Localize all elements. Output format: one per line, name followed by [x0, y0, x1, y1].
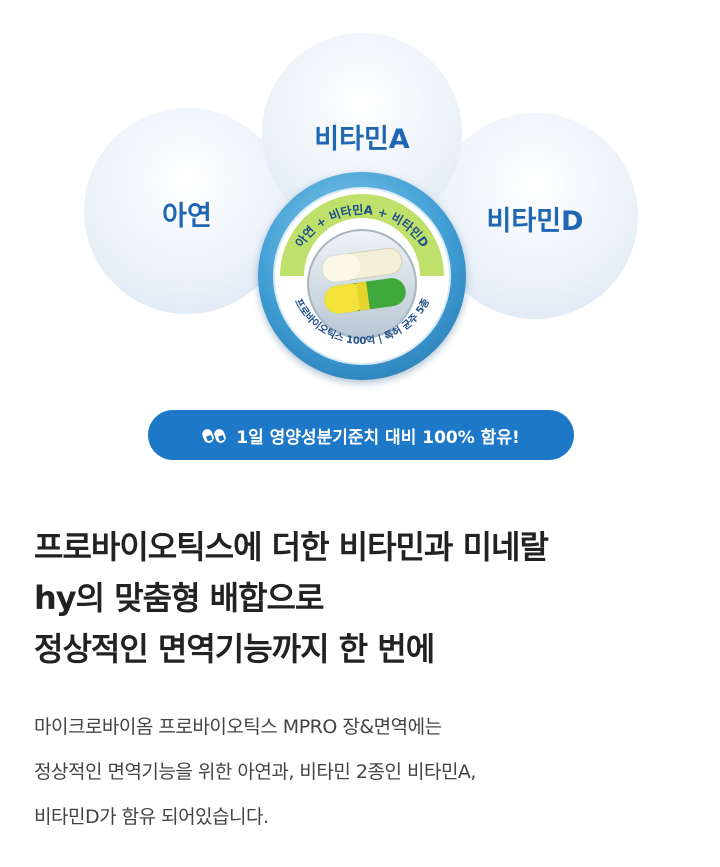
description-line-1: 마이크로바이옴 프로바이오틱스 MPRO 장&면역에는 — [34, 716, 442, 738]
nutrition-banner: 1일 영양성분기준치 대비 100% 함유! — [148, 410, 574, 460]
description-line-2: 정상적인 면역기능을 위한 아연과, 비타민 2종인 비타민A, — [34, 761, 476, 783]
headline-line-3: 정상적인 면역기능까지 한 번에 — [34, 630, 435, 668]
bubble-zinc-label: 아연 — [162, 201, 212, 232]
headline: 프로바이오틱스에 더한 비타민과 미네랄 hy의 맞춤형 배합으로 정상적인 면… — [34, 522, 694, 675]
bubble-zinc: 아연 — [84, 108, 290, 314]
pill-icon — [202, 429, 226, 443]
description-line-3: 비타민D가 함유 되어있습니다. — [34, 806, 269, 828]
capsule-yellow-green-icon — [324, 278, 406, 314]
headline-line-1: 프로바이오틱스에 더한 비타민과 미네랄 — [34, 528, 549, 566]
hero-visual: 아연 비타민D 비타민A — [84, 33, 638, 460]
banner-text: 1일 영양성분기준치 대비 100% 함유! — [236, 427, 520, 448]
bubble-vitamin-a-label: 비타민A — [314, 124, 410, 155]
capsule-emblem: 아연 + 비타민A + 비타민D 프로바이오틱스 100억 | 특허 균주 5종 — [258, 172, 466, 380]
capsule-cream-icon — [321, 247, 403, 283]
description: 마이크로바이옴 프로바이오틱스 MPRO 장&면역에는 정상적인 면역기능을 위… — [34, 705, 694, 840]
capsule-emblem-graphic: 아연 + 비타민A + 비타민D 프로바이오틱스 100억 | 특허 균주 5종 — [273, 187, 451, 365]
bubble-vitamin-d: 비타민D — [432, 113, 638, 319]
headline-line-2: hy의 맞춤형 배합으로 — [34, 579, 324, 617]
green-band — [280, 194, 444, 276]
bubble-vitamin-d-label: 비타민D — [486, 206, 584, 237]
